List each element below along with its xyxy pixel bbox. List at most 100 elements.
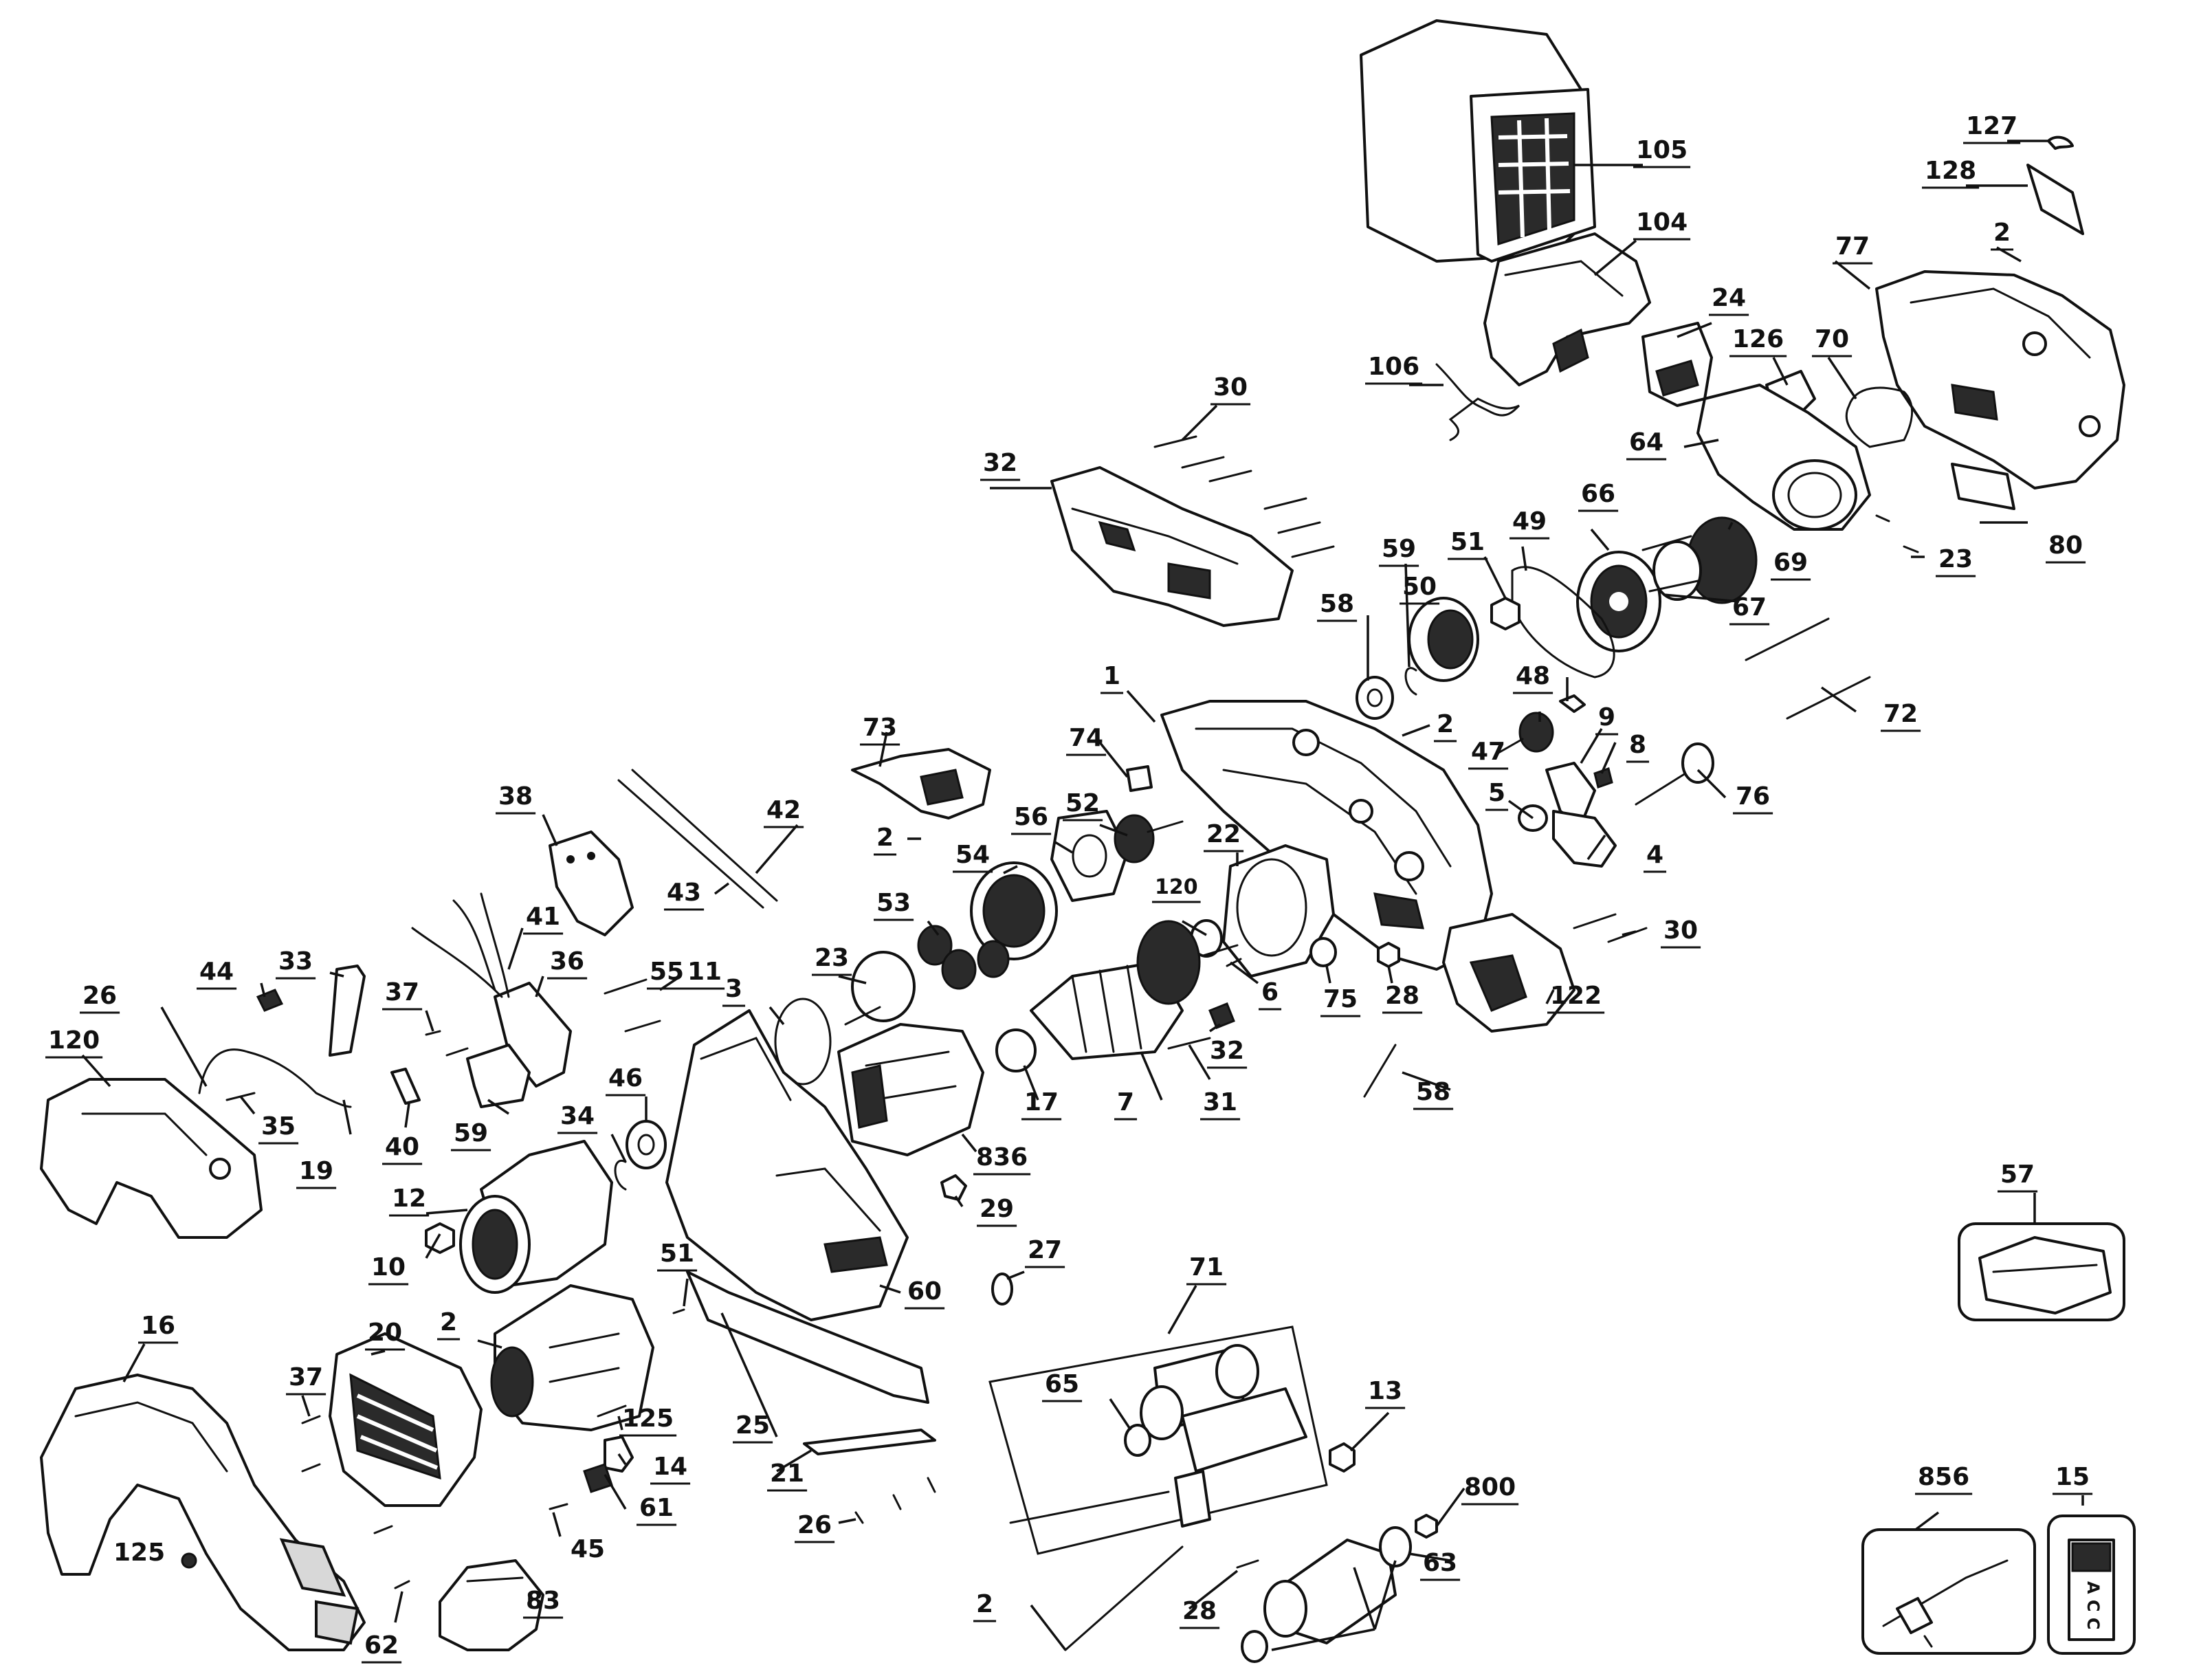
part-32-handle-left bbox=[40, 1078, 263, 1239]
part-51-nut bbox=[1490, 597, 1520, 630]
part-19-field-coil bbox=[837, 1023, 984, 1156]
part-122-wire-loop bbox=[198, 1048, 352, 1108]
callout-41: 41 bbox=[526, 903, 560, 931]
callout-38: 38 bbox=[498, 782, 533, 811]
part-30-screws bbox=[1153, 435, 1335, 558]
callout-6: 75 bbox=[1323, 985, 1358, 1013]
callout-37: 55 bbox=[650, 958, 684, 986]
part-6-bearing bbox=[1309, 937, 1337, 967]
part-31-screw bbox=[1363, 1044, 1397, 1098]
callout-127: 127 bbox=[1966, 112, 2017, 140]
callout-8: 8 bbox=[1629, 731, 1646, 759]
part-62-roller bbox=[1241, 1526, 1412, 1663]
part-9-bracket bbox=[1545, 762, 1596, 826]
callout-42: 42 bbox=[766, 796, 801, 824]
callout-2: 2 bbox=[1993, 219, 2011, 247]
callout-21: 61 bbox=[639, 1494, 674, 1522]
part-47-pinion bbox=[1497, 712, 1554, 754]
callout-28b: 83 bbox=[526, 1587, 560, 1615]
callout-52: 52 bbox=[1065, 789, 1100, 817]
part-65-nut bbox=[1329, 1442, 1356, 1473]
part-49-toothed-belt bbox=[1511, 566, 1615, 679]
part-83-pin bbox=[394, 1580, 410, 1589]
callout-14: 21 bbox=[770, 1460, 804, 1488]
part-106-spring-clip bbox=[1435, 363, 1520, 441]
part-14-plate bbox=[803, 1429, 936, 1455]
callout-5: 5 bbox=[1488, 779, 1505, 807]
part-23-pin-b bbox=[1226, 958, 1242, 967]
callout-12: 29 bbox=[980, 1195, 1014, 1223]
part-13-platen bbox=[686, 1270, 929, 1404]
part-74-bracket bbox=[1126, 765, 1153, 792]
callout-800: 856 bbox=[1918, 1463, 1969, 1491]
part-32-top-housing bbox=[1050, 466, 1294, 627]
part-11-o-ring bbox=[774, 998, 832, 1086]
callout-61: 800 bbox=[1464, 1473, 1516, 1501]
part-26-screw-b bbox=[549, 1503, 568, 1510]
callout-19: 836 bbox=[976, 1143, 1028, 1171]
callout-72: 72 bbox=[1883, 700, 1918, 728]
callout-80: 80 bbox=[2048, 531, 2083, 560]
part-77-belt-cover bbox=[1875, 270, 2125, 489]
part-54-gear-ring bbox=[970, 861, 1058, 960]
part-70-belt bbox=[1845, 386, 1914, 448]
callout-51: 51 bbox=[1450, 528, 1485, 556]
part-2-screws-handle bbox=[301, 1415, 393, 1534]
part-59-ring-b bbox=[614, 1159, 627, 1191]
kit-856-box: A C C bbox=[2047, 1515, 2136, 1655]
callout-51b: 10 bbox=[371, 1253, 406, 1281]
callout-66: 66 bbox=[1581, 480, 1615, 508]
callout-44: 44 bbox=[199, 958, 234, 986]
callout-2c: 2 bbox=[876, 824, 894, 852]
part-59-retaining-ring bbox=[1404, 667, 1417, 696]
callout-50: 50 bbox=[1402, 573, 1437, 601]
callout-48: 48 bbox=[1516, 662, 1550, 690]
callout-128: 128 bbox=[1925, 157, 1976, 185]
callout-30b: 30 bbox=[1663, 916, 1698, 945]
callout-65: 13 bbox=[1368, 1377, 1402, 1405]
callout-49: 49 bbox=[1512, 507, 1547, 536]
callout-9: 9 bbox=[1598, 703, 1615, 731]
callout-69: 69 bbox=[1773, 549, 1808, 577]
callout-31: 58 bbox=[1416, 1078, 1450, 1106]
callout-37b: 11 bbox=[687, 958, 722, 986]
part-128-label bbox=[2026, 164, 2084, 235]
callout-28: 122 bbox=[1550, 982, 1602, 1010]
callout-54: 54 bbox=[955, 841, 990, 869]
callout-4: 4 bbox=[1646, 841, 1663, 869]
part-72-rods bbox=[1745, 617, 1871, 720]
callout-58b: 46 bbox=[608, 1064, 643, 1092]
callout-27: 51 bbox=[660, 1240, 694, 1268]
part-26-screws bbox=[425, 1030, 469, 1057]
part-60-roller-assembly bbox=[988, 1325, 1328, 1555]
part-12-nut bbox=[940, 1174, 967, 1201]
part-71-rear-handle bbox=[40, 1374, 366, 1651]
part-7-screw bbox=[1167, 1037, 1211, 1050]
callout-125: 65 bbox=[1045, 1370, 1079, 1398]
callout-126: 126 bbox=[1732, 325, 1784, 353]
callout-32: 32 bbox=[983, 449, 1017, 477]
part-53-gears bbox=[917, 925, 1010, 990]
callout-15: 26 bbox=[797, 1511, 832, 1539]
part-127-clip bbox=[2047, 135, 2074, 150]
callout-20: 2 bbox=[440, 1308, 457, 1336]
callout-122: 26 bbox=[82, 982, 117, 1010]
callout-83: 62 bbox=[364, 1631, 399, 1660]
callout-22: 22 bbox=[1206, 820, 1241, 848]
part-66-pulley bbox=[1576, 551, 1661, 652]
callout-10: 60 bbox=[907, 1277, 942, 1306]
part-23-pin bbox=[1875, 514, 1919, 553]
part-80-label bbox=[1951, 463, 2015, 510]
callout-56: 56 bbox=[1014, 803, 1048, 831]
part-76-knob bbox=[1635, 742, 1714, 806]
part-28-cover-bottom bbox=[439, 1559, 544, 1651]
callout-34: 19 bbox=[299, 1157, 333, 1185]
callout-33: 33 bbox=[278, 947, 313, 976]
callout-35: 40 bbox=[385, 1133, 419, 1161]
part-35-spring bbox=[390, 1068, 421, 1105]
callout-45: 125 bbox=[113, 1539, 165, 1567]
part-37-screw-b bbox=[597, 1405, 627, 1418]
part-57-drum bbox=[459, 1140, 613, 1294]
callout-labels: 105 104 127 128 77 2 24 106 126 70 30 64… bbox=[45, 112, 2093, 1664]
